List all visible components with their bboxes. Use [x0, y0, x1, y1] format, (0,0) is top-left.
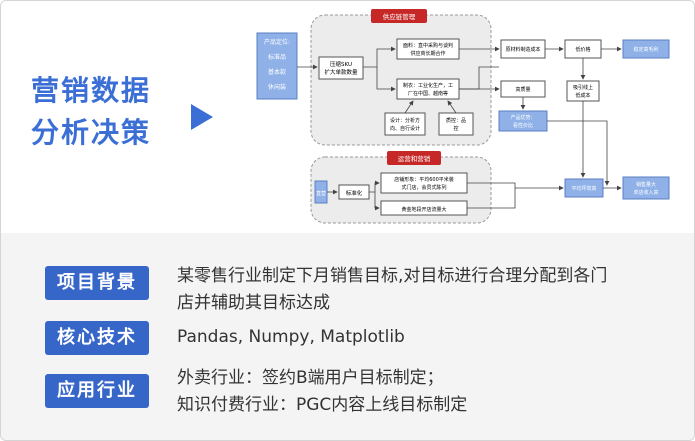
- info-section: 项目背景 某零售行业制定下月销售目标,对目标进行合理分配到各门 店并辅助其目标达…: [1, 233, 694, 440]
- quality-text: 质控：品: [446, 117, 466, 124]
- industry-line: 外卖行业：签约B端用户目标制定；: [177, 368, 444, 388]
- quality-result-text: 高质量: [515, 86, 530, 93]
- direct-label: 直营: [316, 190, 326, 197]
- badge-background: 项目背景: [45, 266, 149, 300]
- sku-text: 压缩SKU: [330, 60, 352, 68]
- fabric-text: 供应商长期合作: [410, 50, 445, 57]
- cost-text: 原材料制造成本: [505, 46, 540, 53]
- page-title-line1: 营销数据: [31, 74, 152, 107]
- tech-description: Pandas, Numpy, Matplotlib: [177, 324, 405, 351]
- page-title-line2: 分析决策: [31, 116, 152, 149]
- connectors: [297, 46, 622, 211]
- final-box: [622, 176, 670, 200]
- quality-text: 控: [453, 125, 458, 132]
- sku-text: 扩大单款数量: [324, 68, 358, 76]
- low-price-text: 低价格: [575, 46, 590, 53]
- supply-header-text: 供应链管理: [383, 12, 416, 21]
- tech-line: Pandas, Numpy, Matplotlib: [177, 327, 405, 347]
- efficiency-text: 平均坪效高: [571, 185, 596, 192]
- play-arrow-icon: [191, 104, 213, 130]
- flow-diagram: 供应链管理 运营和营销 产品定位: 标准品 基本款 休闲装 压缩SKU 扩大单款…: [256, 9, 670, 224]
- advantage-text: 产品优势：: [510, 114, 535, 121]
- positioning-line: 休闲装: [268, 83, 286, 91]
- sku-box: [318, 56, 364, 80]
- positioning-line: 基本款: [268, 68, 286, 76]
- diagram-panel: 营销数据 分析决策 供应链管理 运营和营销 产品定位: 标准品 基本款 休闲装: [1, 1, 694, 233]
- ops-header-text: 运营和营销: [398, 154, 431, 163]
- positioning-line: 标准品: [268, 53, 286, 61]
- background-line: 店并辅助其目标达成: [177, 293, 330, 313]
- industry-line: 知识付费行业：PGC内容上线目标制定: [177, 395, 468, 415]
- background-line: 某零售行业制定下月销售目标,对目标进行合理分配到各门: [177, 266, 608, 286]
- supply-header: [371, 9, 427, 23]
- final-text: 单店收入高: [633, 189, 658, 196]
- traffic-text: 低成本: [575, 92, 590, 99]
- make-text: 制衣：工业化生产，工: [403, 82, 453, 89]
- design-text: 设计：分析方: [390, 117, 420, 124]
- store-image-text: 店铺形象：平均600平米装: [394, 176, 454, 183]
- badge-industry: 应用行业: [45, 374, 149, 408]
- background-description: 某零售行业制定下月销售目标,对目标进行合理分配到各门 店并辅助其目标达成: [177, 263, 607, 317]
- ops-header: [387, 151, 441, 165]
- badge-tech: 核心技术: [45, 321, 149, 355]
- prime-location-text: 黄金地段开店流量大: [401, 206, 446, 213]
- fabric-text: 面料：直中采购与谈判: [403, 42, 453, 49]
- positioning-line: 产品定位:: [264, 38, 290, 46]
- margin-text: 稳定高毛利: [633, 46, 658, 53]
- industry-description: 外卖行业：签约B端用户目标制定； 知识付费行业：PGC内容上线目标制定: [177, 365, 467, 419]
- traffic-text: 吸引线上: [573, 84, 593, 91]
- positioning-box: [256, 32, 298, 100]
- final-text: 销售量大: [636, 181, 656, 188]
- make-text: 厂在中国、越南等: [408, 90, 448, 97]
- design-text: 向、自行设计: [390, 125, 420, 132]
- advantage-text: 看性价比: [513, 122, 533, 129]
- margin-box: [622, 39, 670, 59]
- store-image-text: 式门店，会员式陈列: [401, 184, 446, 191]
- standard-text: 标准化: [346, 189, 363, 197]
